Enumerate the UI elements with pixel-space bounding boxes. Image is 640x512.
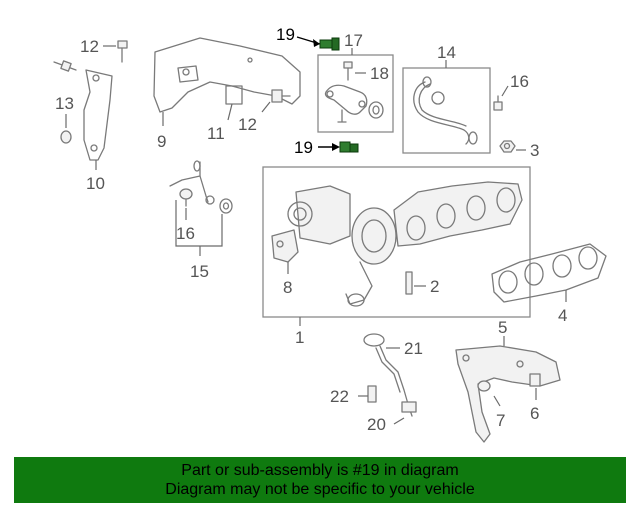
part-5-bracket[interactable] — [455, 345, 561, 443]
callout-9: 9 — [157, 132, 166, 151]
callout-16-left: 16 — [176, 224, 195, 243]
part-22-bolt[interactable] — [367, 385, 377, 403]
part-21-gasket[interactable] — [363, 333, 385, 347]
callout-16-right: 16 — [510, 72, 529, 91]
part-4-gasket[interactable] — [491, 243, 607, 303]
part-10-bracket[interactable] — [83, 69, 113, 161]
callout-17: 17 — [344, 31, 363, 50]
part-12-bolt-shield[interactable] — [271, 89, 291, 103]
callout-21: 21 — [404, 339, 423, 358]
callout-2: 2 — [430, 277, 439, 296]
part-7-bushing[interactable] — [477, 380, 491, 392]
part-20-oil-return-line[interactable] — [375, 345, 417, 417]
box-17-frame — [317, 54, 394, 133]
part-13-nut[interactable] — [60, 130, 72, 144]
part-1-exhaust-manifold[interactable] — [393, 181, 523, 247]
part-18-stud[interactable] — [343, 61, 353, 81]
banner-line-1: Part or sub-assembly is #19 in diagram — [181, 462, 459, 479]
banner-line-2: Diagram may not be specific to your vehi… — [165, 481, 475, 498]
callout-6: 6 — [530, 404, 539, 423]
callout-11: 11 — [207, 124, 225, 143]
part-17-bracket[interactable] — [324, 84, 368, 123]
callout-19-lower: 19 — [294, 138, 313, 157]
part-19-bolt-lower[interactable] — [339, 141, 359, 153]
part-16-bolt-left[interactable] — [179, 188, 193, 207]
callout-20: 20 — [367, 415, 386, 434]
callout-15: 15 — [190, 262, 209, 281]
part-3-nut[interactable] — [499, 140, 516, 153]
callout-22: 22 — [330, 387, 349, 406]
callout-19-upper: 19 — [276, 25, 295, 44]
callout-3: 3 — [530, 141, 539, 160]
callout-10: 10 — [86, 174, 105, 193]
callout-12-top: 12 — [80, 37, 99, 56]
callout-13: 13 — [55, 94, 74, 113]
callout-14: 14 — [437, 43, 456, 62]
callout-8: 8 — [283, 278, 292, 297]
part-12-bolt-upper-left[interactable] — [117, 40, 128, 63]
info-banner: Part or sub-assembly is #19 in diagram D… — [14, 457, 626, 503]
part-1-turbocharger[interactable] — [287, 185, 397, 307]
part-14-oil-line[interactable] — [413, 76, 478, 145]
callout-4: 4 — [558, 306, 567, 325]
part-2-stud[interactable] — [405, 271, 413, 295]
callout-1: 1 — [295, 328, 304, 347]
part-12-stud-left[interactable] — [53, 60, 77, 72]
callout-5: 5 — [498, 318, 507, 337]
callout-7: 7 — [496, 411, 505, 430]
part-6-stud[interactable] — [529, 373, 541, 387]
part-15-oil-feed-line[interactable] — [169, 160, 215, 205]
part-16-bolt-right[interactable] — [493, 95, 503, 111]
parts-diagram: 18 17 19 19 14 16 3 12 — [53, 25, 607, 443]
callout-18: 18 — [370, 64, 389, 83]
part-11-plate[interactable] — [225, 85, 243, 105]
part-8-bracket[interactable] — [271, 229, 299, 263]
part-9-heat-shield[interactable] — [153, 37, 301, 113]
part-17-washer[interactable] — [368, 101, 384, 119]
callout-12-mid: 12 — [238, 115, 257, 134]
part-19-bolt-upper[interactable] — [319, 37, 340, 51]
box-1-frame — [262, 166, 531, 318]
part-15-washer[interactable] — [219, 198, 233, 214]
